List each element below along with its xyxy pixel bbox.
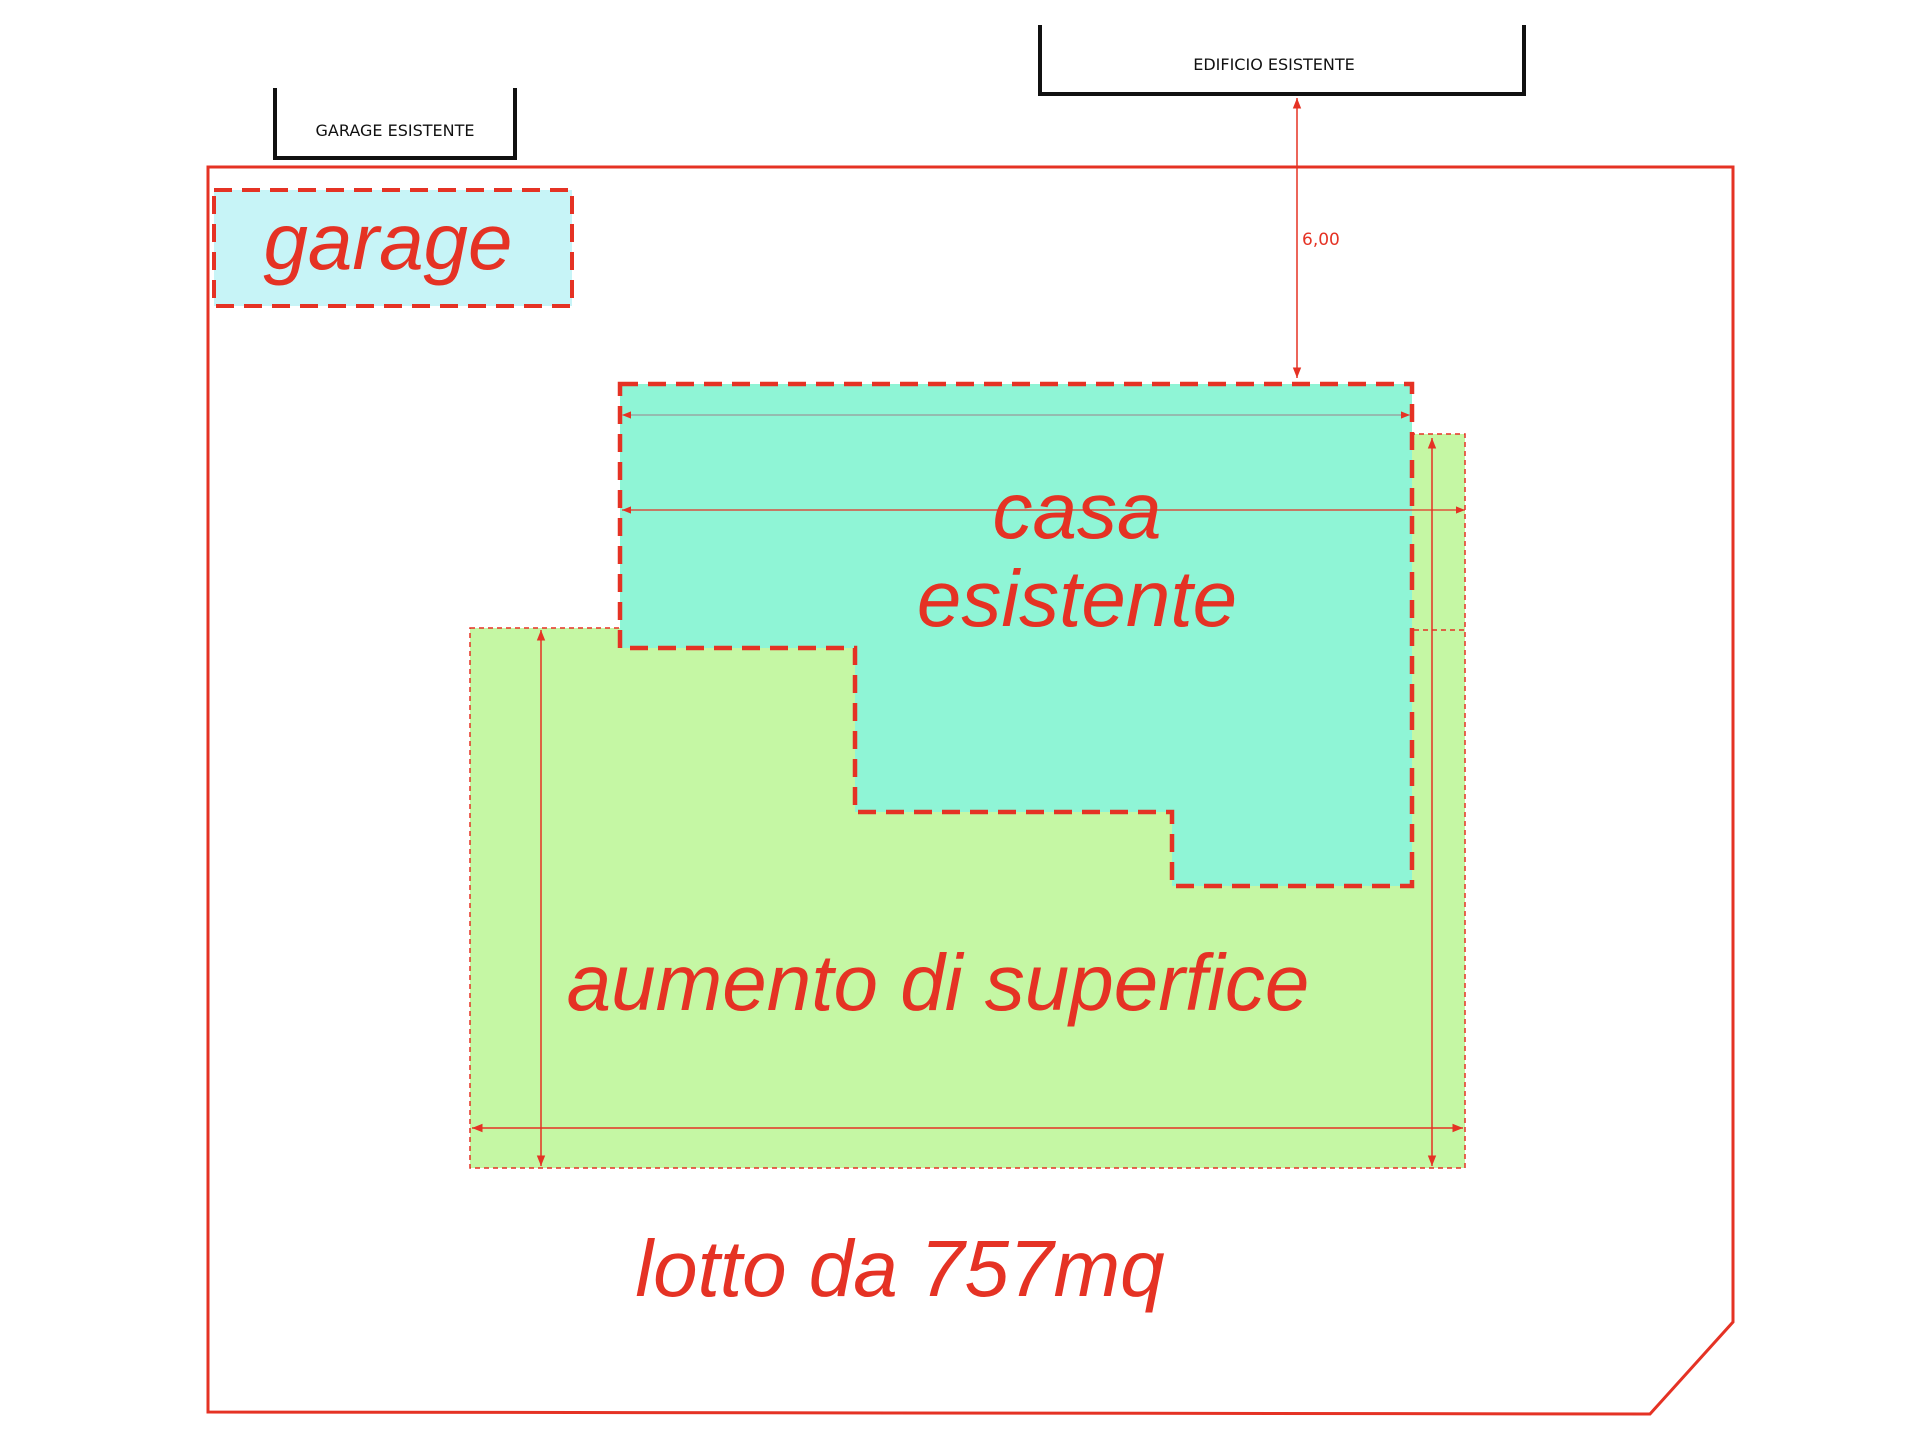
expansion-label: aumento di superfice <box>567 938 1310 1027</box>
garage-area <box>212 188 574 308</box>
garage-label: garage <box>263 197 512 286</box>
distance-dimension-label: 6,00 <box>1302 230 1340 250</box>
existing-garage-label: GARAGE ESISTENTE <box>316 121 475 140</box>
existing-garage-outline <box>273 88 517 160</box>
expansion-right-strip <box>1409 433 1466 631</box>
existing-building-outline <box>1038 25 1526 96</box>
existing-building-label: EDIFICIO ESISTENTE <box>1193 55 1355 74</box>
lot-area-label: lotto da 757mq <box>635 1224 1164 1313</box>
lot-boundary <box>206 165 1735 1416</box>
existing-house-label-line2: esistente <box>917 554 1237 643</box>
existing-house-label-line1: casa <box>993 466 1162 555</box>
